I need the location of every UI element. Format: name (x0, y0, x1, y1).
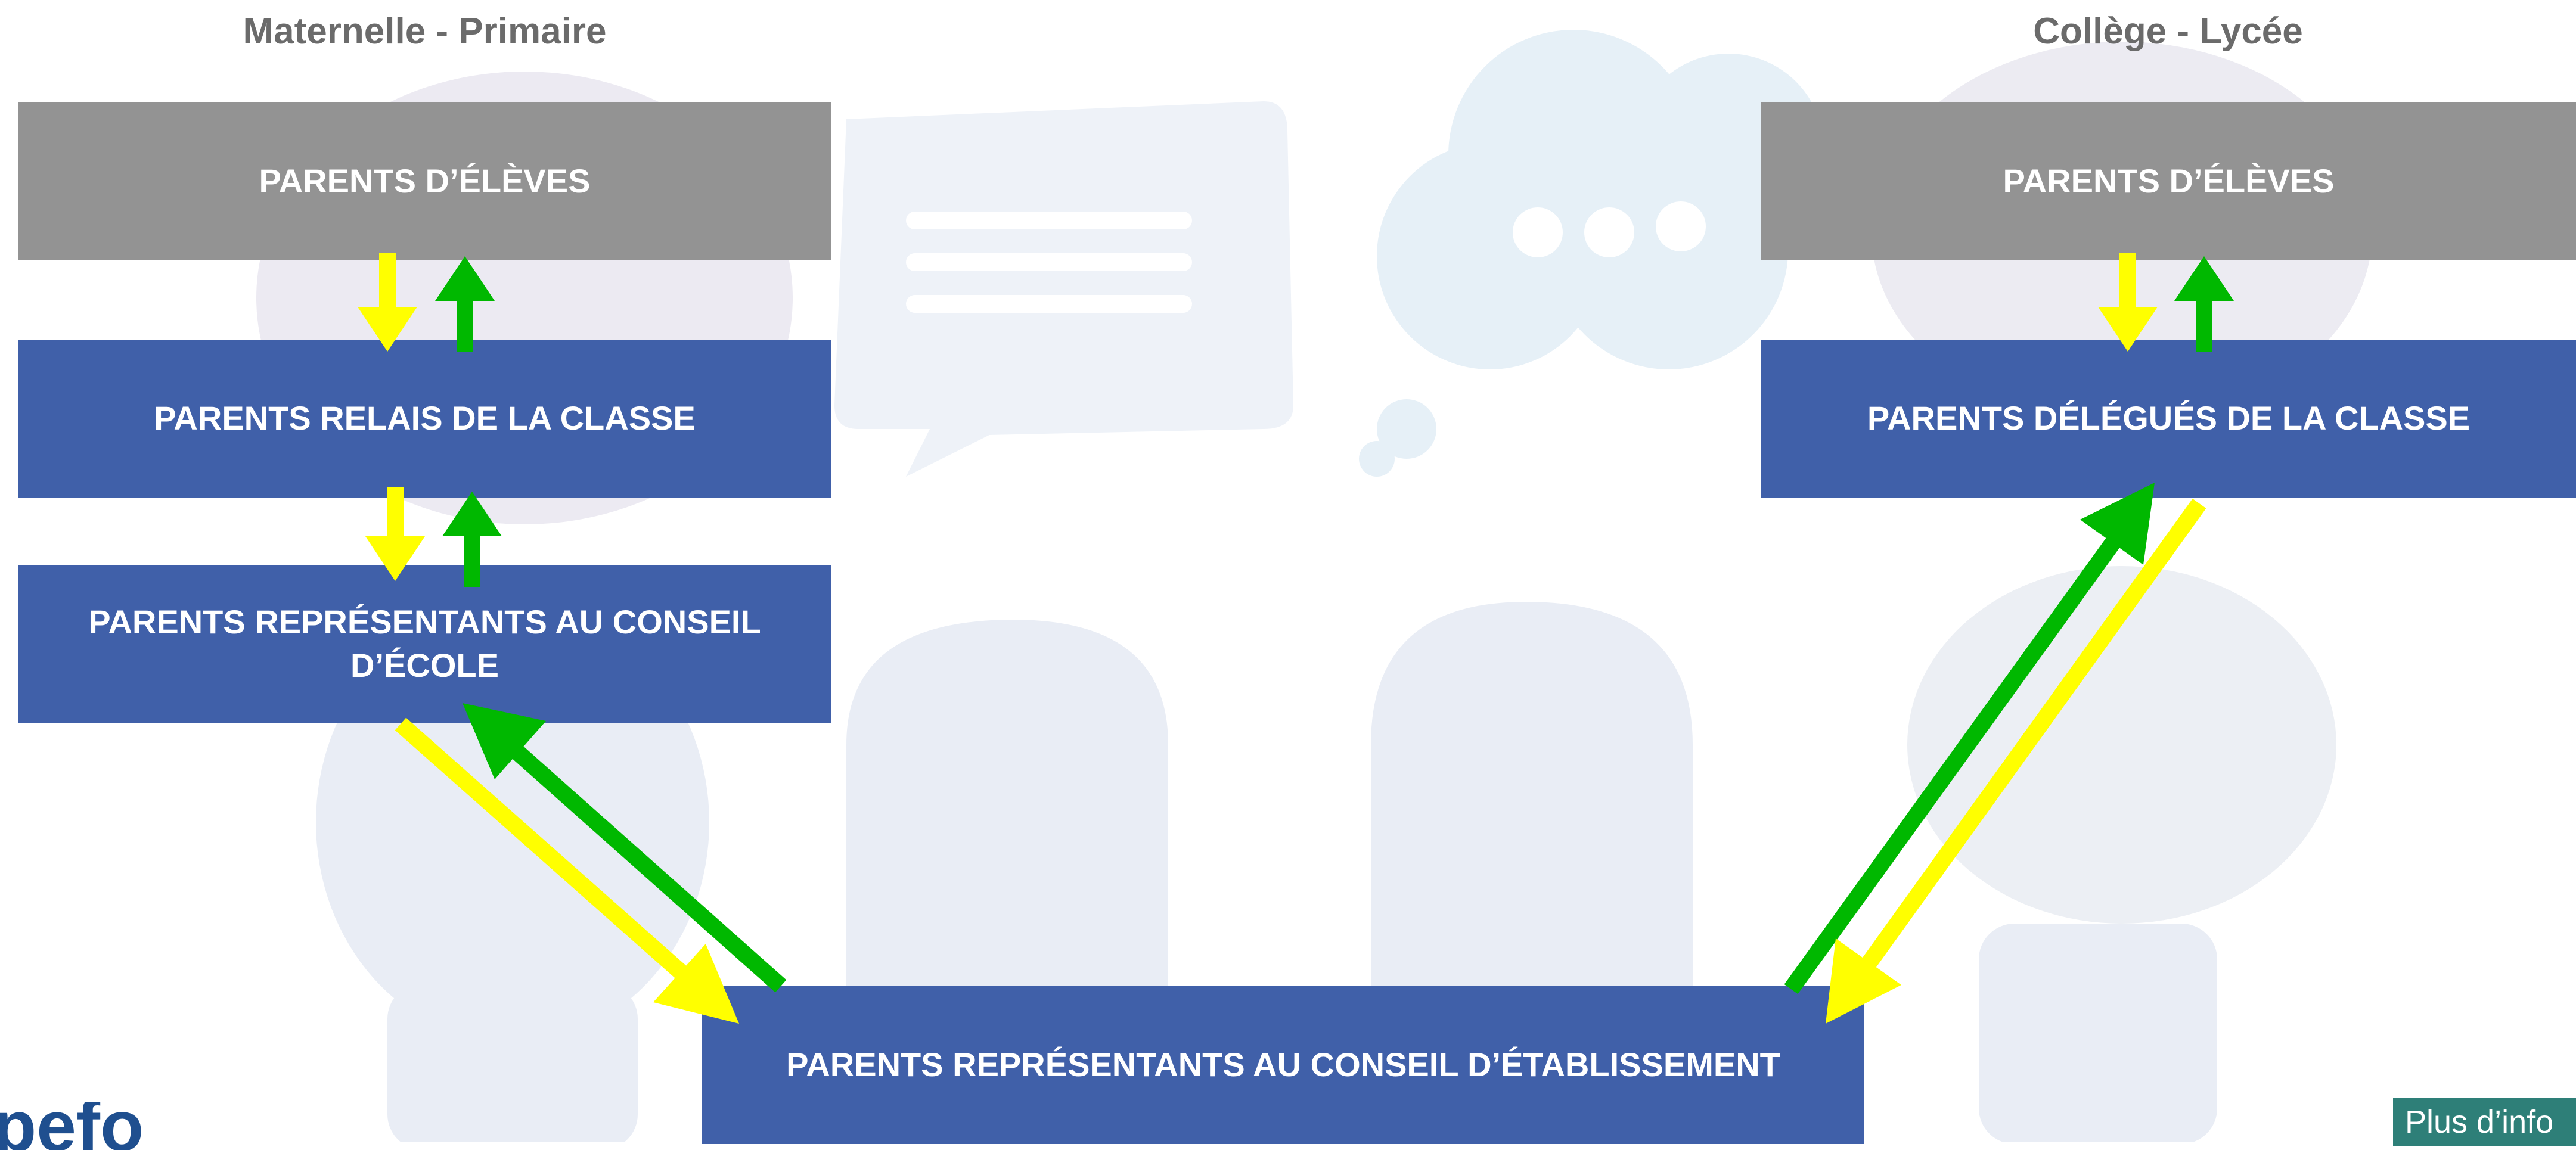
yellow-down-arrow-icon (2098, 253, 2158, 352)
box-parents-delegues: PARENTS DÉLÉGUÉS DE LA CLASSE (1761, 340, 2576, 498)
yellow-down-arrow-icon (358, 253, 417, 352)
green-up-arrow-icon (435, 256, 495, 352)
box-left-parents-eleves-label: PARENTS D’ÉLÈVES (259, 162, 591, 200)
box-right-parents-eleves: PARENTS D’ÉLÈVES (1761, 102, 2576, 260)
heading-maternelle-primaire: Maternelle - Primaire (243, 11, 607, 52)
yellow-down-arrow-icon (1826, 498, 2206, 1024)
more-info-button[interactable]: Plus d’info (2393, 1098, 2576, 1146)
yellow-down-arrow-icon (365, 487, 425, 581)
box-parents-delegues-label: PARENTS DÉLÉGUÉS DE LA CLASSE (1867, 399, 2471, 437)
box-left-parents-eleves: PARENTS D’ÉLÈVES (18, 102, 831, 260)
green-up-arrow-icon (463, 703, 787, 993)
box-conseil-ecole-label: PARENTS REPRÉSENTANTS AU CONSEIL D’ÉCOLE (88, 602, 761, 684)
box-conseil-ecole: PARENTS REPRÉSENTANTS AU CONSEIL D’ÉCOLE (18, 565, 831, 723)
box-parents-relais-label: PARENTS RELAIS DE LA CLASSE (154, 399, 696, 437)
green-up-arrow-icon (2174, 256, 2234, 352)
green-up-arrow-icon (442, 492, 502, 587)
green-up-arrow-icon (1784, 483, 2155, 994)
logo: pefo (0, 1102, 144, 1150)
box-right-parents-eleves-label: PARENTS D’ÉLÈVES (2003, 162, 2335, 200)
heading-college-lycee: Collège - Lycée (2033, 11, 2303, 52)
box-parents-relais: PARENTS RELAIS DE LA CLASSE (18, 340, 831, 498)
box-conseil-etablissement: PARENTS REPRÉSENTANTS AU CONSEIL D’ÉTABL… (702, 986, 1864, 1144)
box-conseil-etablissement-label: PARENTS REPRÉSENTANTS AU CONSEIL D’ÉTABL… (786, 1046, 1780, 1084)
yellow-down-arrow-icon (395, 717, 739, 1024)
